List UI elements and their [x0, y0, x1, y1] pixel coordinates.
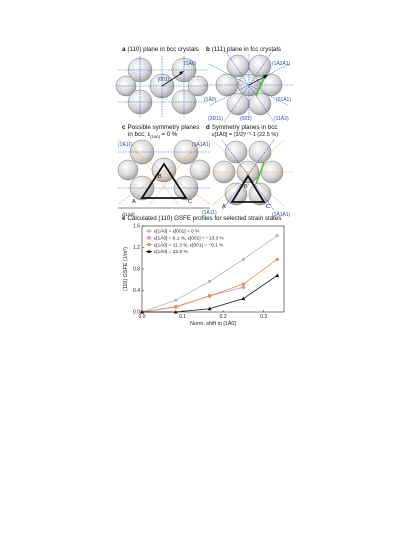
data-point	[140, 310, 144, 314]
data-point	[275, 273, 280, 277]
series-3	[140, 257, 279, 314]
data-point	[275, 257, 279, 261]
legend-label: ε[1Ā0] = ε[001] = 0 %	[154, 228, 200, 235]
panel-b-label-bottom-right: (11Ā2)	[274, 115, 289, 122]
panel-d-figure: B′ A′ C′ (1Ā11) (1Ā1Ā1)	[202, 139, 294, 218]
data-point	[147, 243, 151, 247]
panel-c-letter: c	[122, 124, 126, 131]
x-tick-label: 0.3	[260, 314, 267, 320]
x-tick-label: 0.1	[179, 314, 186, 320]
panel-c-label-B: B	[158, 174, 162, 180]
data-point	[174, 298, 178, 302]
legend-item: ε[1Ā0] = 6.1 %, ε[001] = −13.3 %	[146, 235, 224, 242]
panel-c-atoms	[117, 139, 211, 201]
panel-d-label-A: A′	[222, 204, 227, 210]
panel-b-label-bottom-left: (2Đ11)	[208, 116, 223, 122]
panel-d-left-plane-label: (1Ā11)	[202, 209, 217, 216]
data-point	[173, 310, 178, 314]
panel-b-green-line	[255, 73, 267, 97]
panel-d-right-plane-label: (1Ā1Ā1)	[272, 211, 291, 218]
data-point	[208, 279, 212, 283]
chart-series	[139, 234, 280, 315]
data-point	[208, 294, 212, 298]
panel-c-title-line2: in bcc; ε	[128, 131, 151, 138]
panel-b-label-bottom-center: (001)	[240, 116, 252, 122]
panel-b-title: b(111) plane in fcc crystals	[206, 46, 281, 53]
panel-c-label-C: C	[188, 199, 192, 205]
panel-d-title-line1: Symmetry planes in bcc	[211, 124, 278, 131]
x-tick-label: 0.0	[139, 314, 146, 320]
data-point	[147, 229, 151, 233]
panel-c-title-sub: [1Ā0]	[150, 134, 160, 140]
legend-label: ε[1Ā0] = 22.5 %	[154, 248, 188, 255]
y-tick-label: 1.6	[133, 224, 140, 230]
panel-b-label-left: (1Ā0)	[204, 96, 217, 103]
panel-a-center-label: [001]	[158, 77, 170, 83]
y-axis-label: (110) GSFE (J/m²)	[123, 247, 129, 291]
series-4	[140, 273, 280, 314]
legend-item: ε[1Ā0] = 22.5 %	[146, 248, 188, 255]
panel-c-title-line1: Possible symmetry planes	[127, 124, 200, 131]
data-point	[146, 235, 152, 240]
panel-b-title-text: (111) plane in fcc crystals	[211, 46, 282, 53]
y-tick-label: 1.2	[133, 245, 140, 251]
chart-legend: ε[1Ā0] = ε[001] = 0 %ε[1Ā0] = 6.1 %, ε[0…	[146, 228, 224, 255]
panel-c-strain-label: ε[1Ā0]	[122, 211, 135, 217]
legend-label: ε[1Ā0] = 11.3 %, ε[001] = −9.1 %	[154, 241, 224, 248]
panel-d-label-C: C′	[266, 204, 271, 210]
panel-b-figure: (1Ā2Ā1) (1Ā0) (01Ā1) (001) (2Đ11) (11Ā2)	[204, 48, 294, 123]
panel-c-figure: B A C (1Ā11) (1Ā1Ā1) ε[1Ā0]	[117, 139, 211, 217]
y-tick-label: 0.0	[133, 310, 140, 316]
data-point	[207, 306, 212, 311]
panel-b-label-right: (01Ā1)	[276, 96, 291, 103]
panel-c-orange-planes	[117, 139, 211, 205]
y-tick-label: 0.4	[133, 288, 140, 294]
panel-a-title: a(110) plane in bcc crystals	[122, 46, 199, 53]
panel-d-triangle	[230, 174, 266, 203]
panel-e-letter: e	[122, 215, 126, 222]
data-point	[241, 257, 246, 261]
chart-axes: 0.0 0.1 0.2 0.3 0.0 0.4 0.8 1.2 1.6	[133, 224, 285, 320]
panel-c-title-tail: = 0 %	[159, 131, 178, 138]
panel-a-letter: a	[122, 46, 126, 53]
data-point	[241, 282, 246, 286]
panel-b-arrows	[248, 75, 268, 86]
panel-d-green-line	[255, 161, 265, 185]
legend-item: ε[1Ā0] = ε[001] = 0 %	[146, 228, 200, 235]
legend-label: ε[1Ā0] = 6.1 %, ε[001] = −13.3 %	[154, 235, 224, 242]
x-axis-label: Norm. shift in [1Ā0]	[190, 320, 236, 327]
panel-d-letter: d	[206, 124, 210, 131]
panel-a-title-text: (110) plane in bcc crystals	[127, 46, 199, 53]
panel-a-direction-label: (1Ā0)	[184, 60, 197, 67]
data-point	[241, 285, 246, 290]
legend-item: ε[1Ā0] = 11.3 %, ε[001] = −9.1 %	[146, 241, 224, 248]
panel-c-left-plane-label: (1Ā11)	[118, 141, 133, 148]
panel-b-letter: b	[206, 46, 210, 53]
panel-c-blue-planes	[118, 151, 210, 189]
data-point	[275, 234, 279, 238]
data-point	[241, 296, 246, 301]
y-tick-label: 0.8	[133, 267, 140, 273]
series-line	[141, 259, 278, 313]
panel-e-title-text: Calculated (110) GSFE profiles for selec…	[127, 215, 282, 222]
panel-a-figure: (1Ā0) [001]	[115, 56, 209, 118]
gsfe-chart: 0.0 0.1 0.2 0.3 0.0 0.4 0.8 1.2 1.6 ε[1Ā0] = ε[0…	[123, 224, 285, 327]
panel-c-label-A: A	[132, 199, 136, 205]
x-tick-label: 0.2	[220, 314, 227, 320]
panel-c-right-plane-label: (1Ā1Ā1)	[192, 141, 211, 148]
panel-c-triangle	[140, 162, 188, 199]
data-point	[147, 249, 151, 253]
panel-d-label-B: B′	[244, 184, 249, 190]
panel-b-label-top-right: (1Ā2Ā1)	[272, 60, 291, 67]
panel-d-orange-planes	[202, 139, 294, 207]
panel-a-plane-lines	[118, 56, 208, 118]
series-1	[140, 234, 279, 314]
panel-a-burgers-arrows	[161, 71, 184, 87]
data-point	[174, 305, 178, 309]
panel-d-title-line2: ε[1Ā0] = (3/2)¹ᐟ²-1 (22.5 %)	[212, 132, 279, 138]
